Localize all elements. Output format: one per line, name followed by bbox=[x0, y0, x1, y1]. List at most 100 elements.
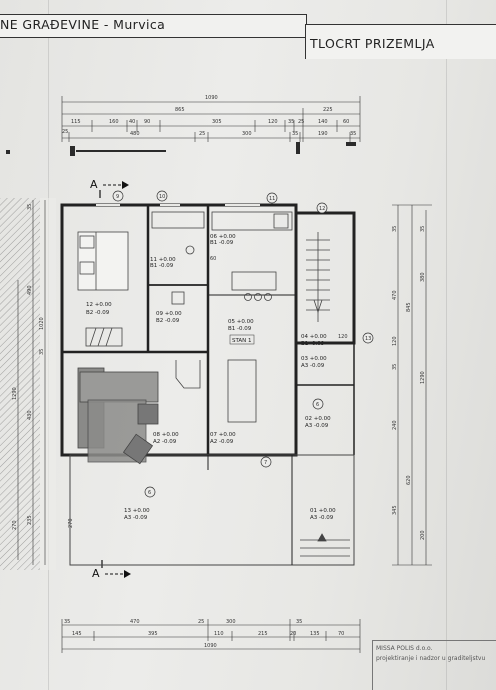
svg-text:B1 -0.09: B1 -0.09 bbox=[228, 326, 252, 332]
terrain-hatch bbox=[0, 198, 40, 570]
bathtub bbox=[151, 211, 205, 229]
rug bbox=[87, 399, 147, 463]
sink bbox=[273, 213, 289, 229]
dim-bottom-215: 215 bbox=[258, 631, 268, 637]
dim-right-345: 345 bbox=[392, 505, 398, 515]
dim-left-430: 430 bbox=[27, 410, 33, 420]
toilet bbox=[185, 245, 195, 255]
dim-bottom-35: 35 bbox=[64, 619, 70, 625]
svg-text:B2 -0.09: B2 -0.09 bbox=[86, 310, 110, 316]
dim-left-35: 35 bbox=[27, 204, 33, 210]
dim-bottom-470: 470 bbox=[130, 619, 140, 625]
svg-text:A3 -0.09: A3 -0.09 bbox=[305, 423, 329, 429]
dim-225: 225 bbox=[323, 107, 333, 113]
axis-6-b: 6 bbox=[148, 490, 151, 496]
svg-text:02 +0.00: 02 +0.00 bbox=[305, 416, 331, 422]
bottom-dimension-text: 35 470 25 300 35 145 395 110 215 20 135 … bbox=[64, 619, 344, 649]
axis-11: 11 bbox=[269, 196, 275, 202]
dim-door-60: 60 bbox=[210, 256, 216, 262]
title-block-footer bbox=[372, 640, 496, 690]
dim-bottom-300: 300 bbox=[226, 619, 236, 625]
svg-text:07 +0.00: 07 +0.00 bbox=[210, 432, 236, 438]
bottom-dimension-lines bbox=[61, 619, 361, 653]
dim-25-a: 25 bbox=[62, 129, 68, 135]
dim-left-35-b: 35 bbox=[39, 349, 45, 355]
svg-text:B2 -0.09: B2 -0.09 bbox=[156, 318, 180, 324]
axis-12: 12 bbox=[319, 206, 325, 212]
armchair bbox=[137, 403, 159, 425]
dim-left-235: 235 bbox=[27, 515, 33, 525]
svg-text:01 +0.00: 01 +0.00 bbox=[310, 508, 336, 514]
dim-25: 25 bbox=[298, 119, 304, 125]
section-marker-bottom: A bbox=[92, 560, 131, 580]
svg-text:03 +0.00: 03 +0.00 bbox=[301, 356, 327, 362]
dim-480: 480 bbox=[130, 131, 140, 137]
axis-marker-labels: 9 10 11 12 13 6 6 7 bbox=[116, 194, 371, 496]
footer: MISSA POLIS d.o.o. projektiranje i nadzo… bbox=[372, 645, 496, 690]
dim-left-1020: 1020 bbox=[39, 317, 45, 330]
dim-bottom-145: 145 bbox=[72, 631, 82, 637]
bed bbox=[77, 231, 129, 291]
shower bbox=[171, 291, 185, 305]
dim-25-b: 25 bbox=[199, 131, 205, 137]
svg-text:06 +0.00: 06 +0.00 bbox=[210, 234, 236, 240]
svg-text:A2 -0.09: A2 -0.09 bbox=[210, 439, 234, 445]
dim-bottom-35-b: 35 bbox=[296, 619, 302, 625]
dim-right-240: 240 bbox=[392, 420, 398, 430]
axis-10: 10 bbox=[159, 194, 165, 200]
dim-right-200: 200 bbox=[420, 530, 426, 540]
terrace-steps bbox=[300, 533, 350, 557]
dim-90: 90 bbox=[144, 119, 150, 125]
dim-140: 140 bbox=[318, 119, 328, 125]
dim-left-490: 490 bbox=[27, 285, 33, 295]
left-dimension-lines bbox=[17, 200, 46, 565]
walls bbox=[60, 203, 356, 566]
watermark-logo bbox=[202, 308, 278, 384]
unit-label: STAN 1 bbox=[232, 338, 252, 344]
dim-190: 190 bbox=[318, 131, 328, 137]
axis-9: 9 bbox=[116, 194, 119, 200]
staircase bbox=[306, 232, 330, 322]
sofa-back bbox=[79, 371, 159, 403]
svg-text:B1 -0.09: B1 -0.09 bbox=[150, 263, 174, 269]
dim-right-35-c: 35 bbox=[392, 364, 398, 370]
dim-865: 865 bbox=[175, 107, 185, 113]
kitchen-counter bbox=[211, 211, 293, 231]
dim-right-380: 380 bbox=[420, 272, 426, 282]
dim-60: 60 bbox=[343, 119, 349, 125]
dim-35-c: 35 bbox=[350, 131, 356, 137]
dim-right-35: 35 bbox=[392, 226, 398, 232]
dim-right-120: 120 bbox=[392, 336, 398, 346]
svg-text:13 +0.00: 13 +0.00 bbox=[124, 508, 150, 514]
dim-right-620: 620 bbox=[406, 475, 412, 485]
title-block-right bbox=[305, 24, 496, 59]
svg-text:09 +0.00: 09 +0.00 bbox=[156, 311, 182, 317]
dim-total-top: 1090 bbox=[205, 95, 218, 101]
svg-text:A2 -0.09: A2 -0.09 bbox=[153, 439, 177, 445]
svg-text:A3 -0.09: A3 -0.09 bbox=[124, 515, 148, 521]
title-block-left bbox=[0, 14, 307, 38]
axis-7: 7 bbox=[264, 460, 267, 466]
dim-bottom-135: 135 bbox=[310, 631, 320, 637]
dim-35: 35 bbox=[288, 119, 294, 125]
right-dimension-text: 35 35 380 470 845 120 35 1290 240 620 34… bbox=[392, 226, 426, 540]
dim-left-270: 270 bbox=[12, 520, 18, 530]
furniture bbox=[77, 211, 350, 557]
armchair bbox=[122, 433, 154, 465]
svg-text:B1 -0.09: B1 -0.09 bbox=[301, 341, 325, 347]
left-margin-band bbox=[40, 198, 56, 570]
svg-text:A3 -0.09: A3 -0.09 bbox=[310, 515, 334, 521]
bay-window bbox=[175, 360, 201, 389]
section-strip bbox=[6, 142, 356, 156]
